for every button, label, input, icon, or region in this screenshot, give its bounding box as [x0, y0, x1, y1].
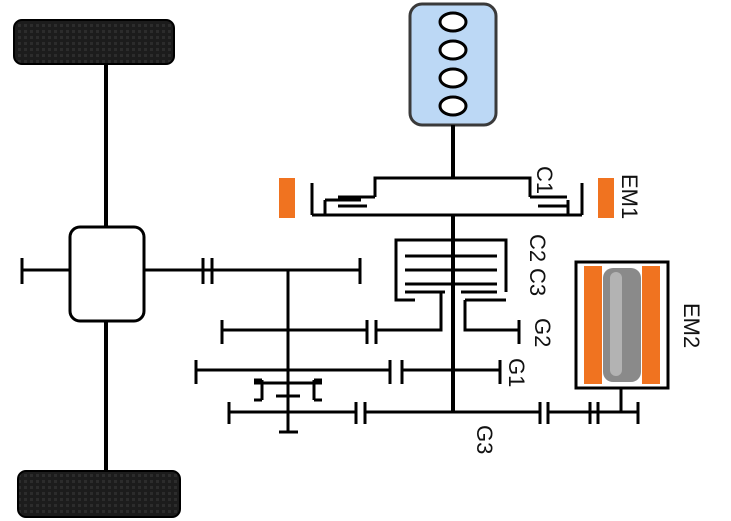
- engine-cylinders-icon: [408, 2, 498, 127]
- c2-label: C2: [525, 234, 550, 262]
- rear-tire: [17, 470, 181, 518]
- em2-motor: [574, 260, 670, 390]
- main-gears: [365, 360, 640, 424]
- g3-label: G3: [472, 425, 497, 454]
- em1-left-stator: [279, 178, 295, 218]
- differential-box: [68, 225, 146, 323]
- left-output-shaft: [20, 258, 70, 284]
- c1-label: C1: [532, 166, 557, 194]
- em2-label: EM2: [679, 303, 704, 348]
- c1-clutch: [310, 176, 584, 217]
- front-tire: [13, 19, 175, 65]
- em1-right-stator: [598, 178, 614, 218]
- g1-label: G1: [504, 358, 529, 387]
- c3-label: C3: [525, 268, 550, 296]
- countershaft: [194, 270, 392, 434]
- em1-label: EM1: [617, 174, 642, 219]
- c2-c3-clutch-pack: [376, 238, 521, 344]
- g2-label: G2: [530, 318, 555, 347]
- right-output-shaft: [144, 258, 362, 284]
